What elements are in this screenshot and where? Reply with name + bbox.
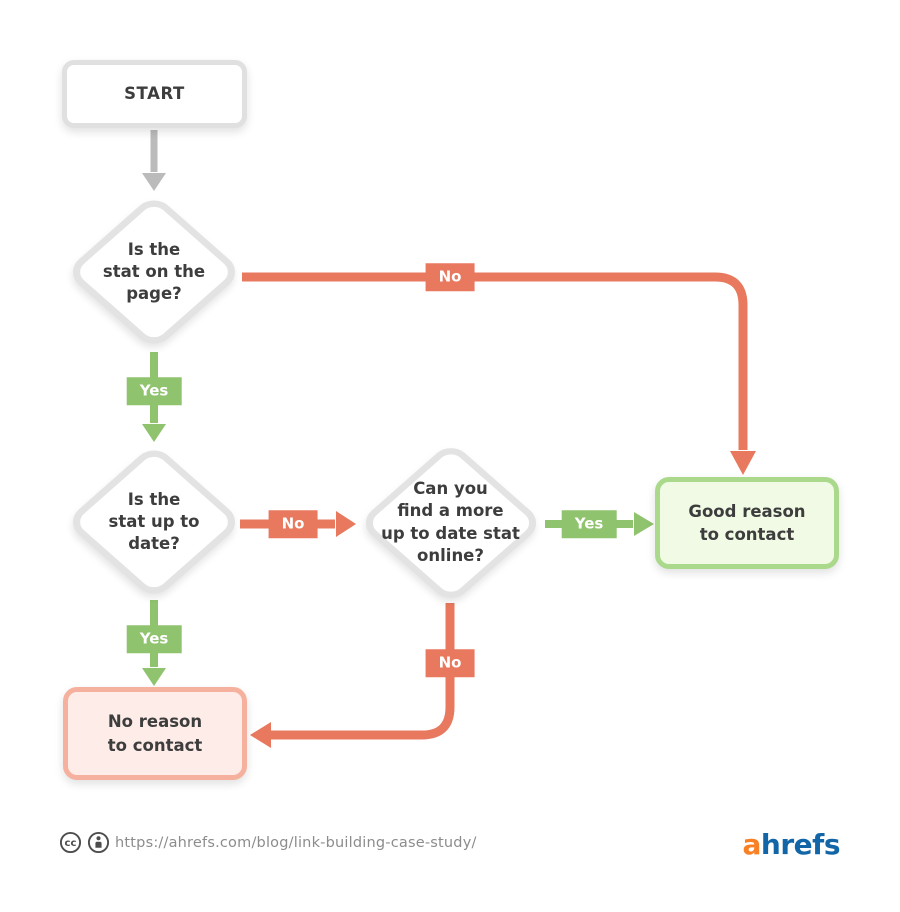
arrowhead-no-decision3-to-bad <box>250 722 271 748</box>
source-url: https://ahrefs.com/blog/link-building-ca… <box>115 835 477 851</box>
cc-icon: cc <box>59 831 82 854</box>
arrowhead-no-decision1-to-good <box>730 451 756 475</box>
footer: cc https://ahrefs.com/blog/link-building… <box>0 826 900 866</box>
decision-stat-up-to-date-label: Is the stat up to date? <box>108 489 200 554</box>
decision-stat-on-page: Is the stat on the page? <box>64 192 244 352</box>
decision-find-newer-stat-label: Can you find a more up to date stat onli… <box>381 478 520 565</box>
start-node: START <box>62 60 247 128</box>
decision-find-newer-stat: Can you find a more up to date stat onli… <box>357 440 544 605</box>
arrowhead-yes-decision2-to-bad <box>142 668 166 686</box>
svg-text:cc: cc <box>65 838 77 849</box>
arrow-no-decision1-to-good <box>242 272 748 450</box>
decision-stat-up-to-date: Is the stat up to date? <box>64 442 244 602</box>
outcome-good-reason: Good reason to contact <box>655 477 839 569</box>
edge-label-yes-1: Yes <box>126 377 182 405</box>
arrowhead-start-to-decision1 <box>142 173 166 191</box>
attribution-icon <box>87 831 110 854</box>
license-icons: cc <box>59 831 110 854</box>
edge-label-no-2: No <box>268 510 318 538</box>
ahrefs-logo: ahrefs <box>743 828 841 861</box>
arrowhead-yes-decision3-to-good <box>634 512 654 536</box>
ahrefs-logo-rest: hrefs <box>760 828 841 861</box>
arrow-no-decision3-to-bad <box>270 603 455 740</box>
decision-stat-on-page-label: Is the stat on the page? <box>102 239 206 304</box>
edge-label-no-1: No <box>425 263 475 291</box>
edge-label-yes-2: Yes <box>126 625 182 653</box>
outcome-no-reason: No reason to contact <box>63 687 247 780</box>
arrowhead-yes-decision1-to-decision2 <box>142 424 166 442</box>
arrowhead-no-decision2-to-decision3 <box>336 511 356 537</box>
outcome-good-reason-label: Good reason to contact <box>688 501 806 544</box>
start-label: START <box>124 84 185 104</box>
outcome-no-reason-label: No reason to contact <box>107 712 203 755</box>
edge-label-no-3: No <box>425 649 475 677</box>
edge-label-yes-3: Yes <box>561 510 617 538</box>
ahrefs-logo-a: a <box>742 828 762 861</box>
